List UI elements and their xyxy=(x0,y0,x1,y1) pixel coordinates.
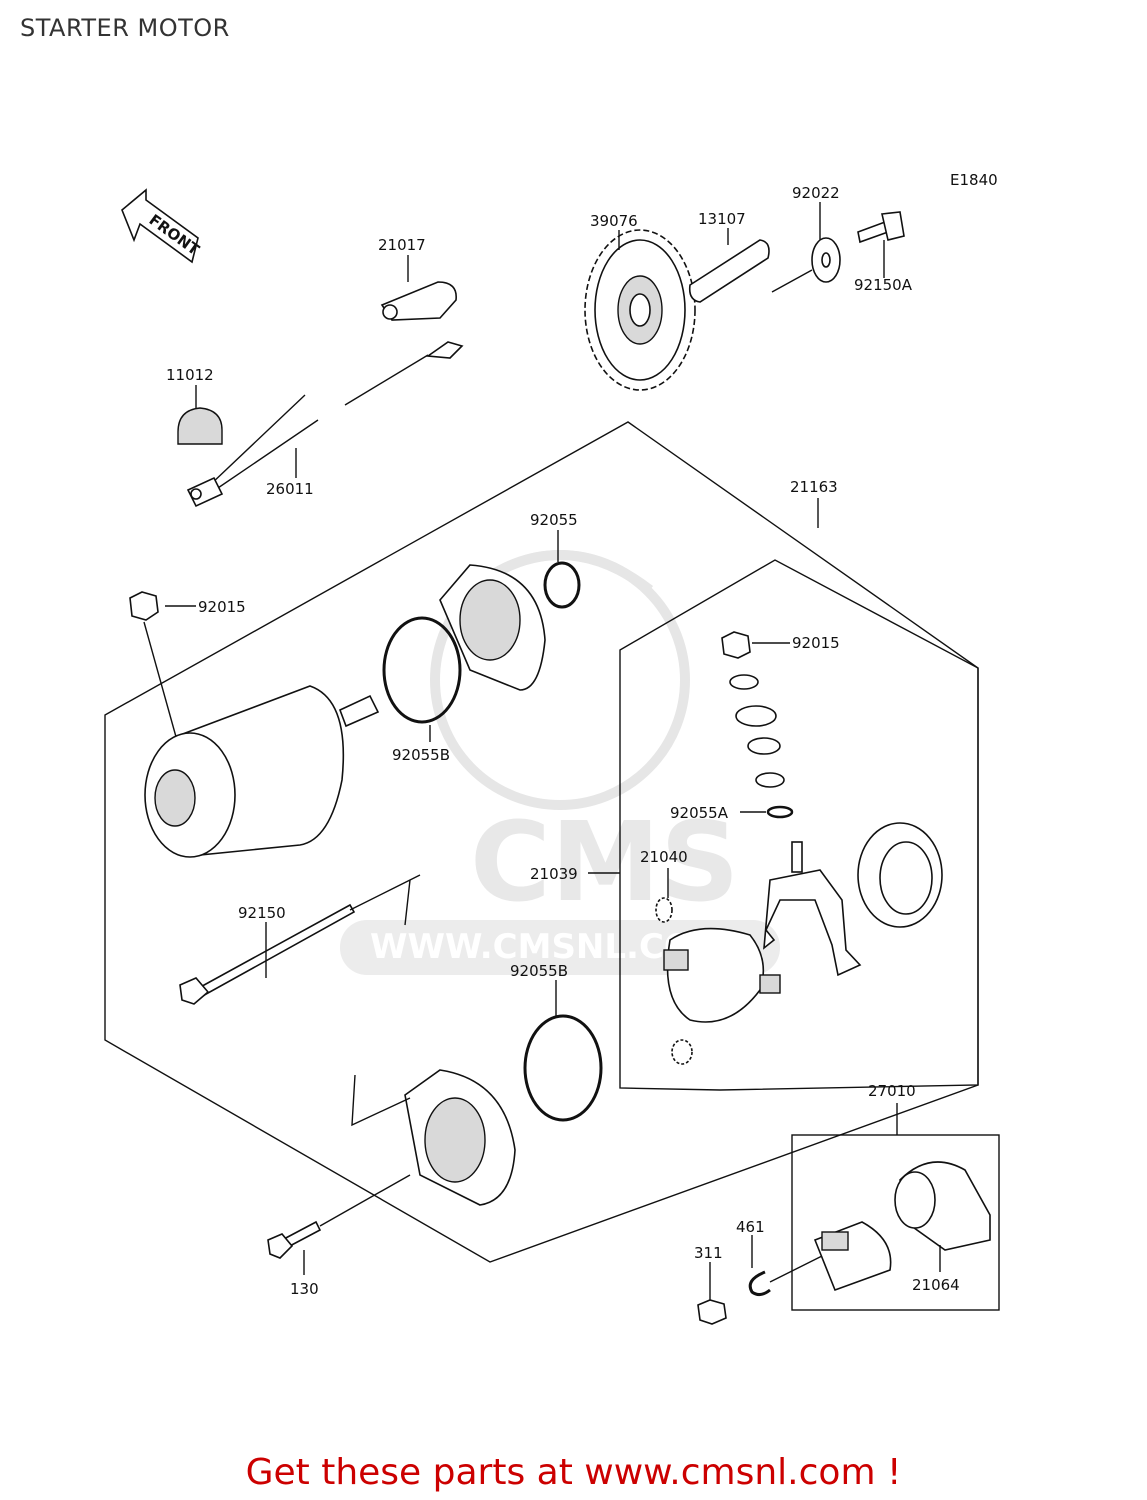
label-92150: 92150 xyxy=(238,904,286,922)
part-number-labels: 21017 11012 26011 39076 13107 92022 9215… xyxy=(166,184,960,1298)
yoke-ring-icon xyxy=(857,822,943,928)
rear-cover-icon xyxy=(351,1069,516,1206)
label-21017: 21017 xyxy=(378,236,426,254)
label-92055b-lower: 92055B xyxy=(510,962,568,980)
gear-shaft-icon xyxy=(688,239,770,303)
page-title: STARTER MOTOR xyxy=(20,14,230,42)
rubber-boot-icon xyxy=(177,407,223,445)
washer-stack-icon xyxy=(721,631,794,819)
lead-wire-icon xyxy=(186,341,464,508)
watermark-logo-text: CMS xyxy=(470,798,739,926)
starter-idle-gear-icon xyxy=(584,229,696,391)
o-ring-upper-icon xyxy=(382,616,462,724)
label-11012: 11012 xyxy=(166,366,214,384)
relay-assembly-box-27010 xyxy=(791,1134,1000,1311)
label-13107: 13107 xyxy=(698,210,746,228)
relay-cover-icon xyxy=(894,1161,991,1251)
label-92055b-upper: 92055B xyxy=(392,746,450,764)
washer-icon xyxy=(771,237,841,293)
starter-relay-icon xyxy=(769,1221,892,1292)
brush-plate-terminal-icon xyxy=(763,841,862,977)
label-311: 311 xyxy=(694,1244,723,1262)
o-ring-small-icon xyxy=(543,561,581,609)
relay-nut-icon xyxy=(697,1299,727,1325)
label-26011: 26011 xyxy=(266,480,314,498)
label-27010: 27010 xyxy=(868,1082,916,1100)
brush-spring-icon xyxy=(655,897,673,923)
circlip-icon xyxy=(748,1270,771,1297)
through-bolt-icon xyxy=(179,874,421,1005)
starter-motor-body-icon xyxy=(144,685,380,858)
terminal-cap-icon xyxy=(380,281,457,321)
brush-holder-plate-icon xyxy=(663,927,781,1023)
front-cover-icon xyxy=(439,564,546,691)
front-direction-arrow: FRONT xyxy=(121,188,203,264)
nut-icon xyxy=(129,591,159,621)
label-461: 461 xyxy=(736,1218,765,1236)
label-21040: 21040 xyxy=(640,848,688,866)
bolt-icon xyxy=(857,211,905,244)
brush-spring-lower-icon xyxy=(671,1039,693,1065)
footer-promo-link[interactable]: Get these parts at www.cmsnl.com ! xyxy=(245,1452,902,1493)
label-21163: 21163 xyxy=(790,478,838,496)
label-130: 130 xyxy=(290,1280,319,1298)
label-92150a: 92150A xyxy=(854,276,913,294)
label-92015-left: 92015 xyxy=(198,598,246,616)
figure-code: E1840 xyxy=(950,171,998,189)
o-ring-lower-icon xyxy=(523,1014,603,1122)
label-21064: 21064 xyxy=(912,1276,960,1294)
leader-lines xyxy=(165,202,941,1300)
label-92055a: 92055A xyxy=(670,804,729,822)
label-92055: 92055 xyxy=(530,511,578,529)
label-21039: 21039 xyxy=(530,865,578,883)
mounting-bolt-icon xyxy=(267,1174,411,1259)
label-92022: 92022 xyxy=(792,184,840,202)
brush-assembly-outline-21039 xyxy=(619,559,979,1091)
label-39076: 39076 xyxy=(590,212,638,230)
label-92015-right: 92015 xyxy=(792,634,840,652)
